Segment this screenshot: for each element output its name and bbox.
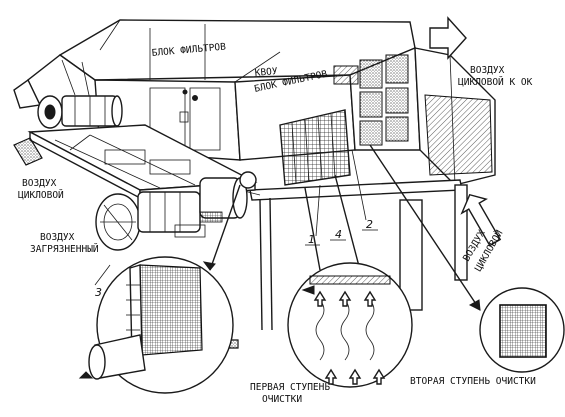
flow-arrow-icon [460, 193, 502, 247]
label-air-dirty-line2: ЗАГРЯЗНЕННЫЙ [30, 243, 99, 255]
label-air-cyclone-left-line1: ВОЗДУХ [22, 178, 57, 189]
callout-2: 2 [366, 218, 373, 231]
label-kvou: КВОУ [254, 66, 278, 79]
label-stage2: ВТОРАЯ СТУПЕНЬ ОЧИСТКИ [410, 376, 536, 387]
label-air-to-ok-line2: ЦИКЛОВОЙ К ОК [458, 76, 533, 88]
label-stage1-line1: ПЕРВАЯ СТУПЕНЬ [250, 382, 330, 393]
first-stage-filter-panel [279, 109, 351, 186]
label-air-to-ok-line1: ВОЗДУХ [470, 65, 505, 76]
leader-lines [94, 144, 481, 311]
detail-circle-cell-airflow [287, 262, 413, 388]
label-air-cyclone-left-line2: ЦИКЛОВОЙ [18, 189, 64, 201]
support-frame [199, 179, 468, 331]
label-air-dirty-line1: ВОЗДУХ [40, 232, 75, 243]
flow-arrow-icon [13, 137, 43, 166]
callout-4: 4 [335, 228, 342, 241]
callouts: 1 2 3 4 [95, 218, 378, 299]
callout-3: 3 [95, 286, 102, 299]
fan-motor-icon [37, 95, 123, 129]
fan-motor-icon [95, 171, 257, 251]
flow-arrow-icon [429, 16, 467, 60]
callout-1: 1 [308, 233, 315, 246]
label-stage1-line2: ОЧИСТКИ [262, 394, 302, 405]
filter-mesh-icon [499, 304, 547, 358]
detail-circle-second-stage-filter [479, 287, 565, 373]
detail-circle-first-stage-cell [78, 256, 234, 394]
